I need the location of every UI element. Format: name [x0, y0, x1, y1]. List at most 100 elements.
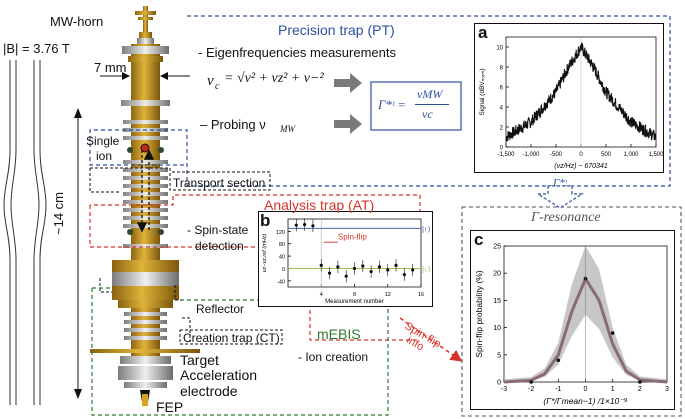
pt-gamma-den: νc — [422, 107, 433, 121]
creation-trap-label: Creation trap (CT) — [183, 331, 280, 345]
panel-c-xtick-label: -1 — [555, 386, 561, 393]
mw-horn-icon — [135, 6, 156, 44]
ion-creation-label: - Ion creation — [298, 350, 369, 364]
dim-14cm-label: ~14 cm — [51, 192, 66, 235]
panel-b-xtick-label: 16 — [418, 292, 424, 298]
pt-formula-rhs: = √ν² + νz² + ν−² — [224, 71, 324, 86]
panel-b-point — [344, 274, 348, 278]
panel-c-xtick-label: -3 — [501, 386, 507, 393]
gamma-formula-box — [370, 81, 462, 131]
panel-c-ytick-label: 15 — [493, 298, 501, 305]
panel-a-ytick-label: 2 — [500, 126, 504, 132]
panel-a-ytick-label: 0 — [500, 146, 504, 152]
panel-b-point — [311, 224, 315, 228]
panel-b-ytick-label: 80 — [279, 242, 285, 248]
panel-b-ytick-label: 0 — [282, 267, 285, 273]
panel-b-xtick-label: 4 — [320, 292, 323, 298]
panel-b-point — [369, 269, 373, 274]
spin-flip-info-arrow — [399, 317, 463, 362]
panel-b-xtick-label: 12 — [385, 292, 391, 298]
panel-c-point — [610, 331, 615, 335]
panel-c-xtick-label: 1 — [611, 386, 615, 393]
magnetic-field-lines — [3, 60, 47, 405]
accel-label-1: Acceleration — [180, 367, 258, 383]
panel-c-ytick-label: 10 — [493, 325, 501, 332]
pt-item-2: – Probing ν — [200, 117, 266, 132]
panel-c-xtick-label: 0 — [584, 386, 588, 393]
mw-horn-label: MW-horn — [50, 14, 104, 29]
pt-gamma-num: νMW — [417, 87, 443, 101]
panel-a-xlabel: (νz/Hz) − 670341 — [554, 163, 608, 170]
dim-7mm-label: 7 mm — [94, 60, 127, 75]
panel-a-ytick-label: 10 — [496, 46, 503, 52]
panel-a-xtick-label: 1,500 — [648, 152, 664, 158]
panel-a-xtick-label: 500 — [601, 152, 612, 158]
transport-label: Transport section — [173, 176, 266, 190]
pt-item-1: - Eigenfrequencies measurements — [198, 45, 396, 60]
spin-state-label-2: detection — [195, 239, 244, 253]
panel-c-xlabel: (Γ*/Γmean−1) /1×10⁻⁹ — [543, 396, 627, 406]
panel-b-letter: b — [260, 211, 271, 230]
reflector-label: Reflector — [196, 302, 245, 316]
panel-b-annotation: Spin-flip — [338, 233, 367, 242]
mebis-label: mEBIS — [317, 326, 361, 342]
single-ion-marker — [140, 143, 150, 153]
transport-section-box — [89, 167, 271, 193]
panel-b-point — [361, 264, 365, 268]
panel-b-xtick-label: 8 — [353, 292, 356, 298]
panel-b-point — [386, 268, 390, 272]
panel-a-letter: a — [478, 23, 488, 42]
spin-state-label-1: - Spin-state — [187, 223, 249, 237]
panel-b-ylabel: νz−νz,ref (mHz) — [262, 234, 268, 273]
single-ion-label-2: ion — [96, 149, 113, 163]
mebis-box — [91, 287, 389, 416]
panel-c-ytick-label: 5 — [497, 352, 501, 359]
pt-gamma-lhs: Γ*ᶦ = — [378, 97, 406, 112]
gamma-resonance-box — [461, 206, 682, 417]
target-label: Target — [180, 352, 219, 368]
panel-a-xtick-label: -1,000 — [522, 152, 540, 158]
panel-c-point — [638, 380, 642, 384]
panel-c-xtick-label: -2 — [528, 386, 534, 393]
pt-item-2-sub: MW — [280, 124, 295, 134]
panel-a-xtick-label: 1,000 — [623, 152, 639, 158]
panel-b-point — [352, 266, 357, 271]
panel-b-point — [402, 273, 406, 277]
panel-b — [258, 211, 433, 307]
fep-label: FEP — [156, 399, 184, 415]
panel-c-point — [529, 380, 533, 384]
panel-a-xtick-label: 0 — [579, 152, 583, 158]
panel-a-ylabel: Signal (dBVₙₒᵣₘ) — [479, 68, 486, 115]
panel-c-point — [556, 358, 561, 363]
pt-formula-lhs: ν — [207, 73, 214, 89]
panel-b-ytick-label: -40 — [277, 279, 285, 285]
panel-b-plot-frame — [287, 218, 422, 288]
pt-gamma-fraction-bar — [415, 104, 449, 105]
at-title: Analysis trap (AT) — [264, 197, 375, 213]
panel-b-point — [377, 265, 382, 269]
panel-b-point — [394, 263, 398, 267]
panel-c-ytick-label: 0 — [497, 380, 501, 387]
panel-c-ytick-label: 25 — [493, 244, 501, 251]
panel-c-ylabel: Spin-flip probability (%) — [474, 270, 484, 358]
panel-b-state-down: |↓⟩ — [422, 264, 431, 273]
panel-a-ytick-label: 6 — [500, 86, 504, 92]
panel-a-xtick-label: -500 — [550, 152, 563, 158]
panel-c-xtick-label: 3 — [665, 386, 669, 393]
gamma-transfer-arrow — [535, 185, 585, 209]
precision-trap-box — [89, 15, 671, 187]
pt-title: Precision trap (PT) — [278, 22, 395, 38]
panel-b-xlabel: Measurement number — [325, 299, 384, 305]
panel-c-ytick-label: 20 — [493, 271, 501, 278]
pt-formula-sub: c — [215, 81, 220, 92]
panel-b-ytick-label: 120 — [276, 230, 285, 236]
panel-c-letter: c — [474, 230, 484, 249]
panel-b-point — [294, 223, 298, 227]
panel-b-point — [303, 222, 307, 227]
panel-a-ytick-label: 8 — [500, 66, 504, 72]
b-field-label: |B| = 3.76 T — [3, 41, 70, 56]
panel-a-noise-trace — [505, 42, 657, 142]
